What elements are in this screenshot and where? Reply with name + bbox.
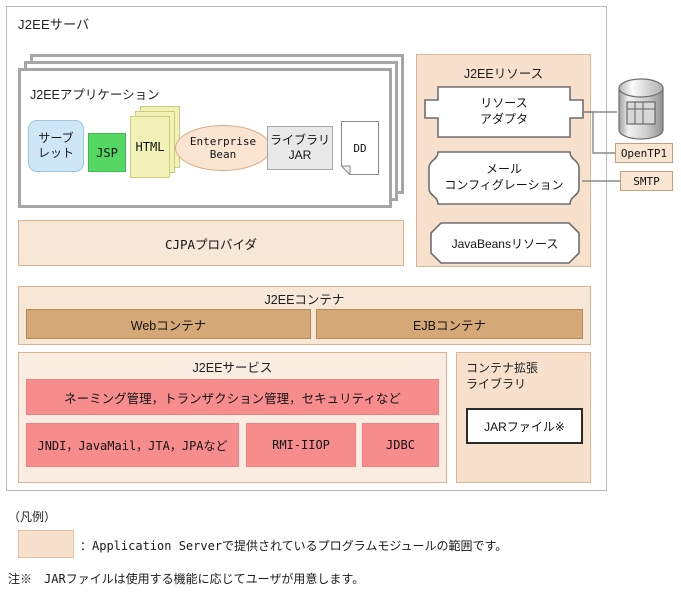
cjpa-provider-block: CJPAプロバイダ <box>18 220 404 266</box>
ejb-container-block: EJBコンテナ <box>316 309 583 339</box>
html-component: HTML <box>130 116 170 178</box>
servlet-component: サーブ レット <box>28 120 84 172</box>
j2ee-service-title: J2EEサービス <box>192 361 273 375</box>
dd-document-icon <box>341 121 379 175</box>
javabeans-resource-shape <box>430 222 580 264</box>
legend-color-swatch <box>18 530 74 558</box>
legend-heading: （凡例） <box>8 510 57 524</box>
service-management-block: ネーミング管理，トランザクション管理，セキュリティなど <box>26 379 439 415</box>
library-jar-component: ライブラリ JAR <box>267 126 333 170</box>
j2ee-container-title: J2EEコンテナ <box>264 293 345 307</box>
mail-configuration-shape <box>426 150 582 206</box>
j2ee-application-title: J2EEアプリケーション <box>30 88 160 102</box>
opentp1-system: OpenTP1 <box>615 143 673 163</box>
database-cylinder-icon <box>618 78 664 140</box>
resource-adapter-shape <box>424 86 584 138</box>
jar-file-block: JARファイル※ <box>466 408 583 444</box>
j2ee-server-title: J2EEサーバ <box>18 17 90 32</box>
service-rmi-iiop-block: RMI-IIOP <box>246 423 356 467</box>
service-jndi-block: JNDI，JavaMail，JTA，JPAなど <box>26 423 239 467</box>
enterprise-bean-component: Enterprise Bean <box>175 125 271 171</box>
legend-description: ：Application Serverで提供されているプログラムモジュールの範囲… <box>80 539 508 553</box>
jsp-component: JSP <box>88 133 126 172</box>
service-jdbc-block: JDBC <box>362 423 439 467</box>
smtp-system: SMTP <box>620 171 673 191</box>
web-container-block: Webコンテナ <box>26 309 311 339</box>
footnote-note: 注※ JARファイルは使用する機能に応じてユーザが用意します。 <box>8 572 365 586</box>
j2ee-resource-title: J2EEリソース <box>463 67 544 81</box>
container-extension-library-title: コンテナ拡張 ライブラリ <box>466 361 539 392</box>
